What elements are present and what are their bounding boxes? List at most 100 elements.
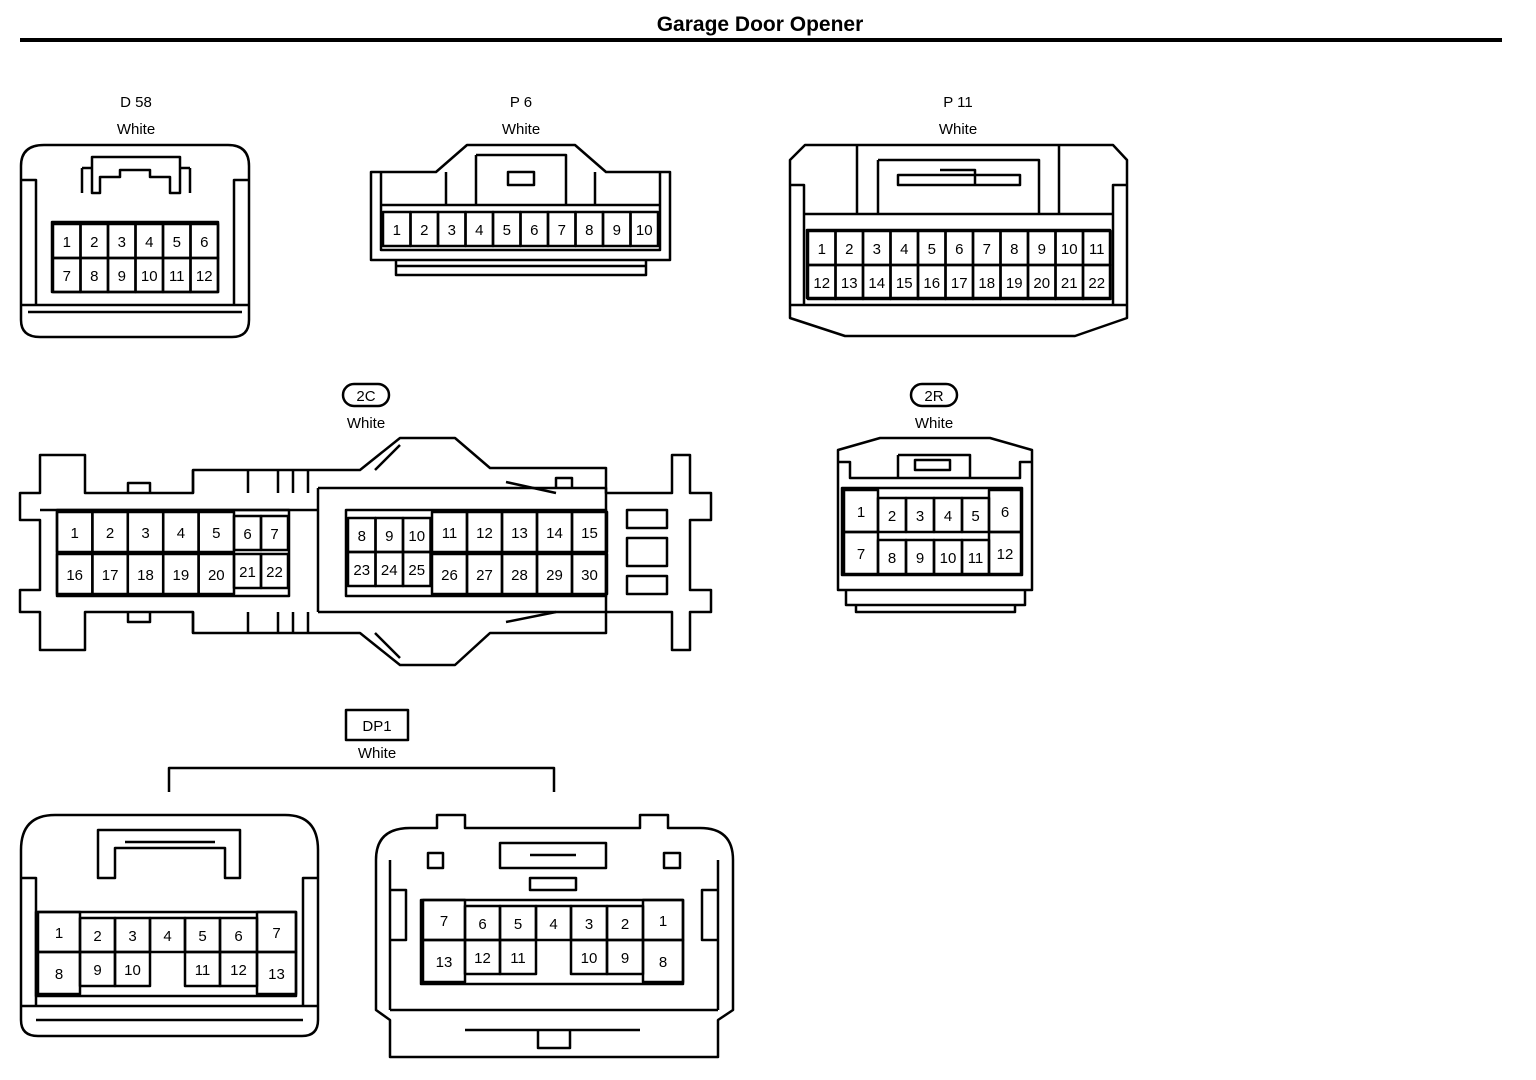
2c-pin: 13: [511, 525, 528, 542]
d58-pin: 11: [169, 268, 185, 285]
2c-pin: 21: [239, 564, 256, 581]
p11-pin: 5: [928, 241, 936, 258]
dp1-left-pin: 1: [55, 925, 63, 942]
p11-pin: 8: [1010, 241, 1018, 258]
p11-pin: 4: [900, 241, 908, 258]
dp1-right-pin: 10: [581, 950, 598, 967]
2r-pin: 7: [857, 546, 865, 563]
p11-pin: 7: [983, 241, 991, 258]
dp1-right-pin: 6: [478, 916, 486, 933]
2c-pin-cell: [401, 550, 432, 588]
dp1-left-pin: 8: [55, 966, 63, 983]
2r-pin: 6: [1001, 504, 1009, 521]
dp1-left-pin: 2: [93, 928, 101, 945]
p11-pin: 17: [951, 275, 968, 292]
2r-pin: 8: [888, 550, 896, 567]
2c-pin-cell: [570, 510, 609, 554]
p6-pin: 1: [393, 222, 401, 239]
p11-pin: 16: [923, 275, 940, 292]
2c-pin: 17: [102, 567, 119, 584]
dp1-right-pin: 9: [621, 950, 629, 967]
dp1-right-pin: 1: [659, 913, 667, 930]
dp1-right-pin: 12: [474, 950, 491, 967]
2c-pin: 29: [546, 567, 563, 584]
dp1-right-pin: 11: [510, 950, 526, 967]
connector-p11-color: White: [939, 121, 977, 138]
dp1-right-pin: 7: [440, 913, 448, 930]
p6-pin: 10: [636, 222, 653, 239]
connector-d58-housing: [19, 143, 251, 339]
2c-pin: 10: [408, 528, 425, 545]
2c-pin: 5: [212, 525, 220, 542]
connector-dp1-color: White: [358, 745, 396, 762]
2r-pin: 9: [916, 550, 924, 567]
p11-pin: 10: [1061, 241, 1078, 258]
dp1-right-pin: 3: [585, 916, 593, 933]
dp1-right-pin: 2: [621, 916, 629, 933]
connector-d58-color: White: [117, 121, 155, 138]
p11-pin: 3: [873, 241, 881, 258]
dp1-left-pin: 5: [198, 928, 206, 945]
2r-pin: 12: [997, 546, 1014, 563]
2c-pin: 4: [177, 525, 185, 542]
connector-p11-code: P 11: [943, 94, 972, 111]
p11-pin: 19: [1006, 275, 1023, 292]
p11-pin: 21: [1061, 275, 1078, 292]
2c-pin-cell: [259, 514, 290, 552]
p6-pin-cell: [629, 210, 660, 248]
p11-pin: 20: [1033, 275, 1050, 292]
2c-pin: 24: [381, 562, 398, 579]
page-title: Garage Door Opener: [656, 13, 864, 36]
d58-pin: 10: [141, 268, 158, 285]
p11-pin: 6: [955, 241, 963, 258]
d58-pin: 1: [63, 234, 71, 251]
p11-pin: 1: [818, 241, 826, 258]
d58-pin-cell: [189, 256, 220, 294]
2c-pin: 16: [66, 567, 83, 584]
2c-pin: 20: [208, 567, 225, 584]
p6-pin: 2: [420, 222, 428, 239]
dp1-left-pin: 13: [268, 966, 285, 983]
p11-pin: 12: [813, 275, 830, 292]
p6-pin: 3: [448, 222, 456, 239]
2c-pin: 7: [270, 526, 278, 543]
dp1-left-pin: 7: [272, 925, 280, 942]
d58-pin: 5: [173, 234, 181, 251]
dp1-left-pin-cell: [113, 950, 152, 988]
2r-pin: 4: [944, 508, 952, 525]
dp1-right-pin-cell: [641, 938, 685, 984]
2c-pin: 15: [581, 525, 598, 542]
connector-d58-code: D 58: [120, 94, 152, 111]
connector-2c-housing: [18, 436, 713, 667]
dp1-left-pin: 4: [163, 928, 171, 945]
p6-pin: 7: [558, 222, 566, 239]
2c-pin: 26: [441, 567, 458, 584]
2c-pin: 22: [266, 564, 283, 581]
p6-pin: 8: [585, 222, 593, 239]
dp1-left-pin: 3: [128, 928, 136, 945]
p11-pin: 2: [845, 241, 853, 258]
d58-pin: 8: [90, 268, 98, 285]
connector-dp1-bracket: [167, 766, 556, 792]
dp1-right-pin-cell: [498, 938, 538, 976]
p11-pin-cell: [1081, 263, 1112, 301]
d58-pin: 3: [118, 234, 126, 251]
2c-pin: 1: [71, 525, 79, 542]
p11-pin: 18: [978, 275, 995, 292]
2r-pin-cell: [987, 530, 1023, 576]
2c-pin-cell: [570, 552, 609, 596]
d58-pin: 7: [63, 268, 71, 285]
2c-pin: 25: [408, 562, 425, 579]
dp1-left-pin: 10: [124, 962, 141, 979]
dp1-left-pin: 12: [230, 962, 247, 979]
